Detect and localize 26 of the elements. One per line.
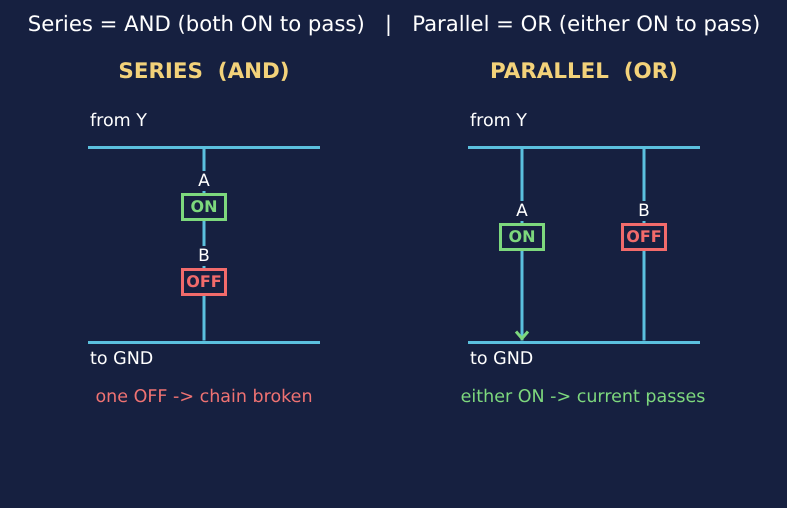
result-note: either ON -> current passes: [460, 387, 706, 408]
wire: [520, 148, 524, 223]
section-heading: SERIES (AND): [118, 59, 290, 85]
rail-label: to GND: [90, 348, 154, 370]
switch-block: OFF: [621, 223, 667, 251]
rail-label: from Y: [470, 110, 527, 132]
switch-label: B: [197, 246, 211, 266]
wire: [642, 251, 646, 340]
title: Series = AND (both ON to pass) | Parallel = OR (either ON to pass): [28, 11, 760, 36]
wire: [202, 296, 206, 340]
switch-block: ON: [181, 193, 227, 221]
wire: [642, 148, 646, 223]
bus-rail: [88, 146, 320, 148]
section-heading: PARALLEL (OR): [490, 59, 678, 85]
switch-label: A: [515, 201, 529, 221]
switch-label: B: [637, 201, 651, 221]
rail-label: to GND: [470, 348, 534, 370]
bus-rail: [468, 340, 700, 344]
switch-label: A: [197, 171, 211, 191]
current-arrow: [514, 251, 530, 340]
bus-rail: [88, 340, 320, 344]
switch-block: ON: [499, 223, 545, 251]
bus-rail: [468, 146, 700, 148]
result-note: one OFF -> chain broken: [95, 387, 313, 408]
switch-block: OFF: [181, 268, 227, 296]
rail-label: from Y: [90, 110, 147, 132]
